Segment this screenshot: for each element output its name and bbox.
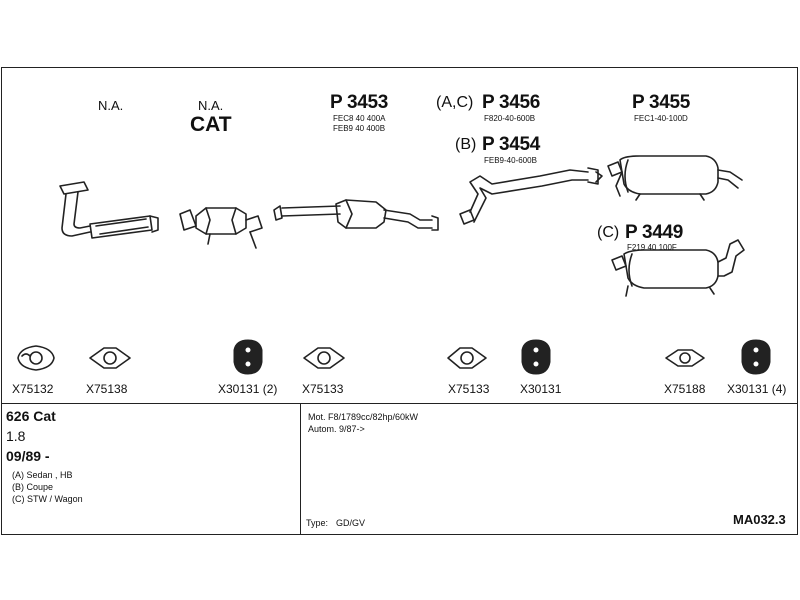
gasket-x75133-a-drawing	[303, 347, 345, 369]
oem-code: F219 40 100F	[627, 243, 677, 252]
hanger-x30131-2-drawing	[233, 339, 263, 375]
gasket-x75188-drawing	[665, 349, 705, 367]
gearbox-spec: Autom. 9/87->	[308, 424, 365, 434]
motor-spec: Mot. F8/1789cc/82hp/60kW	[308, 412, 419, 422]
production-date: 09/89 -	[6, 448, 50, 464]
rear-silencer-drawing	[607, 155, 743, 201]
wagon-silencer-drawing	[611, 239, 745, 297]
diagram-frame	[1, 67, 798, 535]
body-type: (C) STW / Wagon	[12, 494, 83, 504]
cat-na-label: N.A.	[198, 98, 224, 113]
hanger-x30131-drawing	[521, 339, 551, 375]
oem-code: F820-40-600B	[484, 114, 536, 123]
part-variant-prefix: (C)	[597, 224, 620, 241]
body-type: (A) Sedan , HB	[12, 470, 73, 480]
info-column-divider	[300, 403, 301, 535]
fitting-code: X75133	[302, 382, 344, 396]
gasket-x75133-b-drawing	[447, 347, 487, 369]
oem-code: FEC1-40-100D	[634, 114, 688, 123]
oem-code: FEB9-40-600B	[484, 156, 537, 165]
catalytic-converter-drawing	[179, 207, 263, 249]
part-variant-prefix: (A,C)	[436, 94, 474, 111]
fitting-code: X30131 (2)	[218, 382, 278, 396]
fitting-code: X75188	[664, 382, 706, 396]
info-divider	[1, 403, 798, 404]
vehicle-model: 626 Cat	[6, 408, 56, 424]
oem-code: FEC8 40 400A	[333, 114, 386, 123]
oem-code: FEB9 40 400B	[333, 124, 386, 133]
diagram-reference: MA032.3	[733, 512, 786, 527]
fitting-code: X30131 (4)	[727, 382, 787, 396]
part-number-p3449: P 3449	[625, 222, 684, 243]
part-variant-prefix: (B)	[455, 136, 477, 153]
hanger-x30131-4-drawing	[741, 339, 771, 375]
gasket-x75132-drawing	[17, 345, 55, 371]
part-number-p3455: P 3455	[632, 92, 691, 113]
fitting-code: X30131	[520, 382, 562, 396]
part-number-p3454: P 3454	[482, 134, 541, 155]
cat-label: CAT	[190, 113, 232, 136]
fitting-code: X75138	[86, 382, 128, 396]
engine-size: 1.8	[6, 428, 26, 444]
intermediate-pipe-drawing	[459, 167, 603, 225]
part-number-p3456: P 3456	[482, 92, 541, 113]
body-type: (B) Coupe	[12, 482, 54, 492]
centre-pipe-drawing	[273, 199, 439, 231]
fitting-code: X75133	[448, 382, 490, 396]
front-pipe-drawing	[59, 181, 159, 239]
front-pipe-label: N.A.	[98, 98, 124, 113]
type-label: Type:	[306, 518, 329, 528]
gasket-x75138-drawing	[89, 347, 131, 369]
type-value: GD/GV	[336, 518, 366, 528]
fitting-code: X75132	[12, 382, 54, 396]
part-number-p3453: P 3453	[330, 92, 389, 113]
